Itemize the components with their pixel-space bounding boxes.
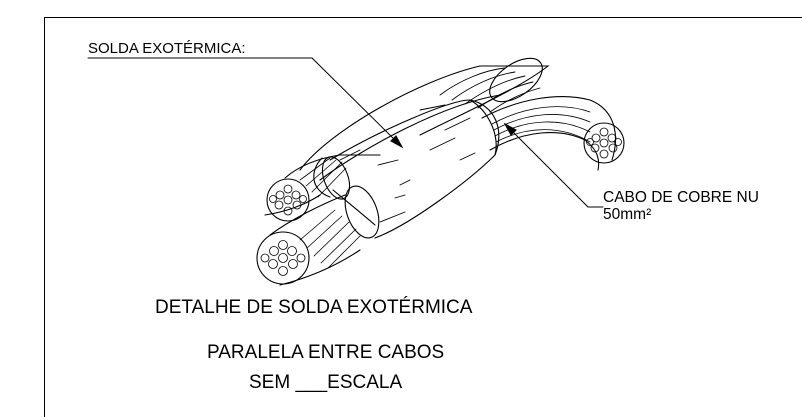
sheet-border — [44, 17, 802, 417]
weld-body — [313, 99, 500, 239]
cable-label-line2: 50mm² — [603, 206, 652, 223]
cable-leader — [503, 122, 604, 208]
upper-cable — [299, 57, 550, 181]
cable-label-line1: CABO DE COBRE NU — [603, 189, 759, 206]
weld-drawing — [87, 57, 625, 286]
detail-title: DETALHE DE SOLDA EXOTÉRMICA — [155, 297, 473, 318]
right-bent-cable — [481, 96, 625, 171]
drawing-sheet: SOLDA EXOTÉRMICA: CABO DE COBRE NU 50mm²… — [44, 17, 802, 417]
left-lower-cable — [256, 194, 361, 286]
weld-label: SOLDA EXOTÉRMICA: — [88, 40, 246, 57]
weld-leader — [87, 57, 404, 149]
left-upper-cable — [264, 154, 381, 222]
detail-subtitle: PARALELA ENTRE CABOS — [207, 342, 445, 363]
scale-note: SEM ___ESCALA — [249, 372, 403, 393]
cable-label: CABO DE COBRE NU 50mm² — [603, 189, 759, 223]
